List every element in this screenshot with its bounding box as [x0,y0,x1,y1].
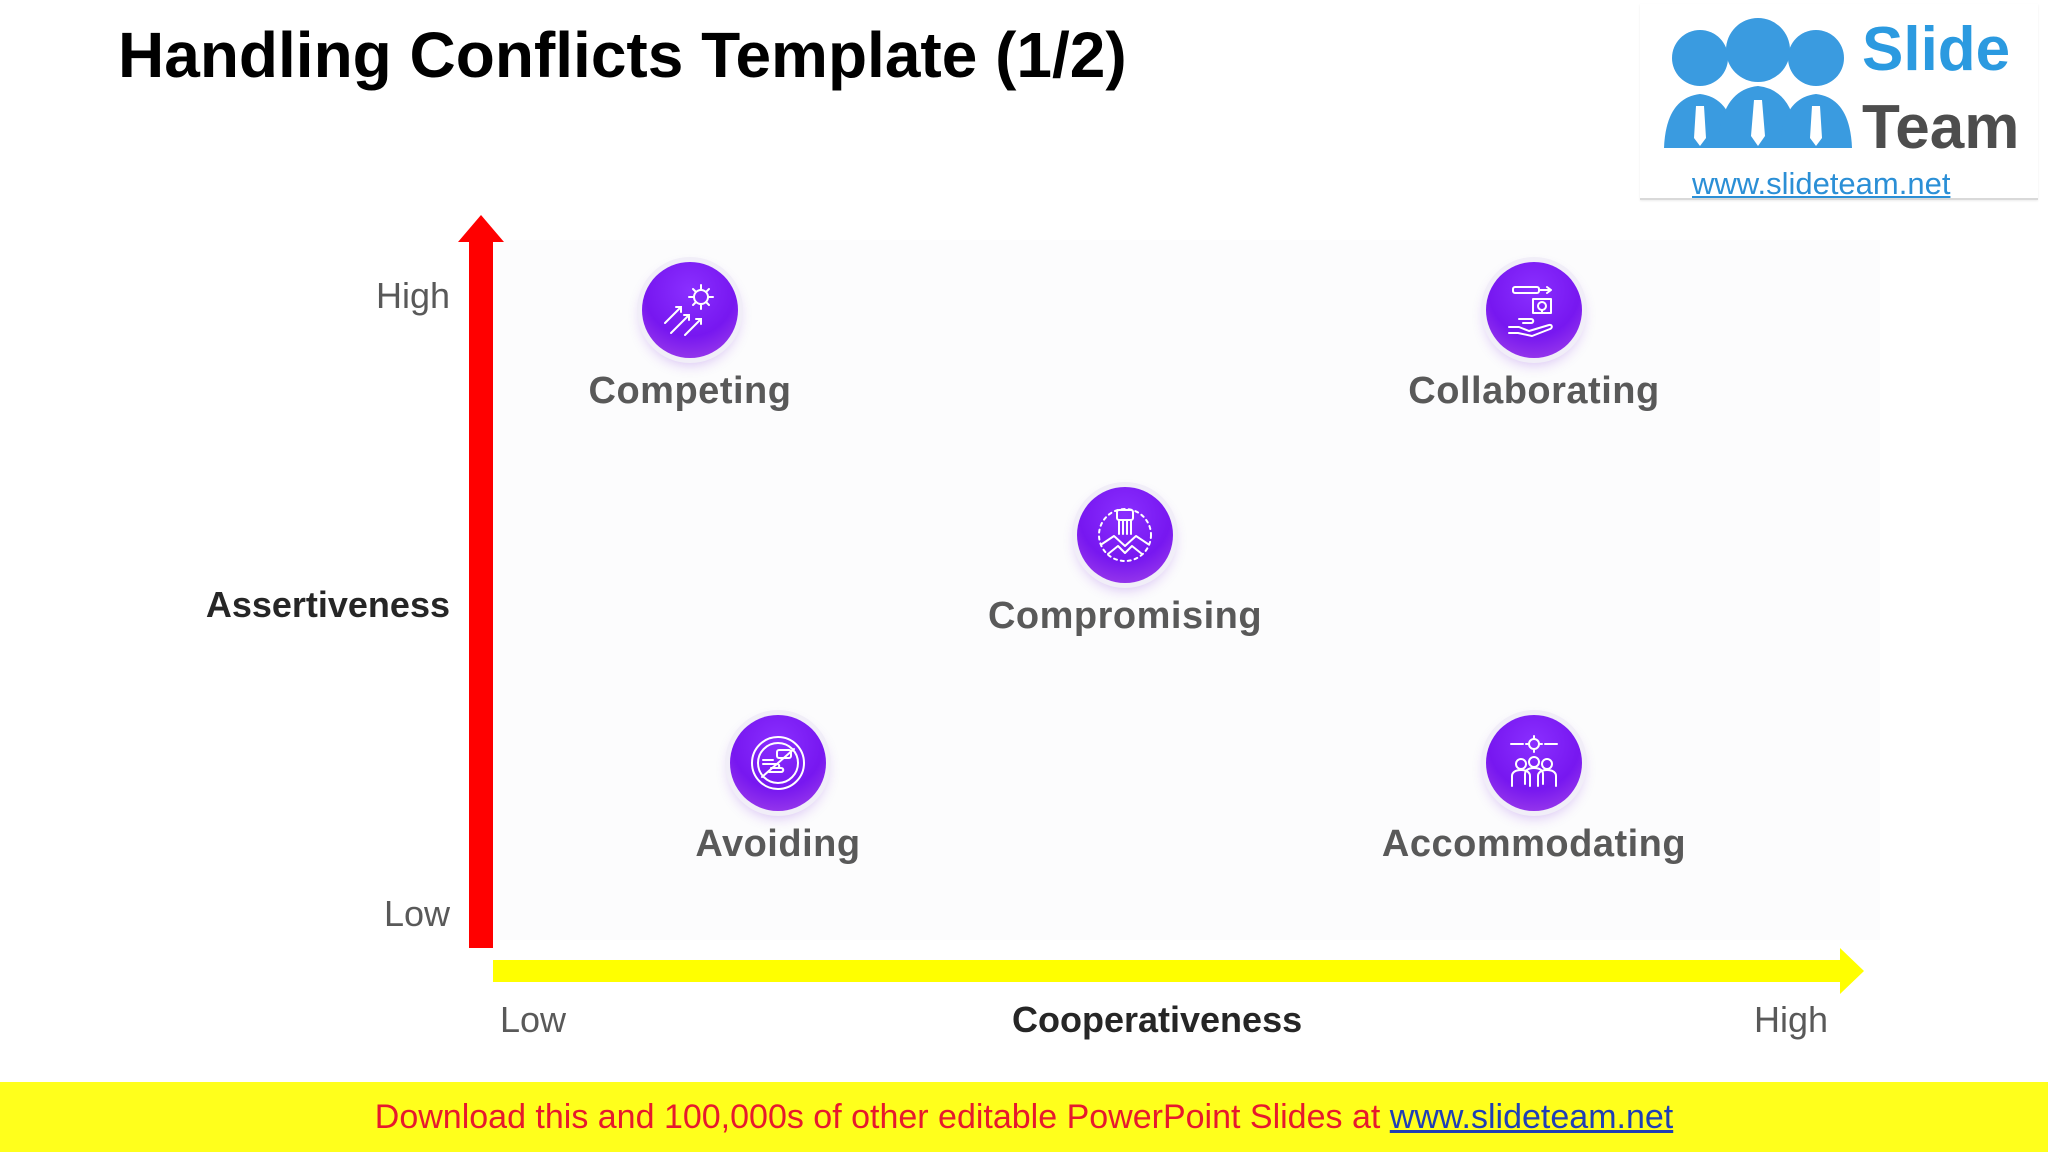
y-axis-arrow [458,215,504,948]
x-axis-low-label: Low [500,999,567,1040]
logo-url-link[interactable]: www.slideteam.net [1692,166,1951,201]
y-axis-low-label: Low [383,893,450,934]
y-axis-title: Assertiveness [205,584,450,625]
x-axis-title: Cooperativeness [1012,999,1303,1040]
avoiding-icon-circle [730,715,826,811]
rising-arrows-sun-icon [664,284,714,336]
style-accommodating: Accommodating [1334,715,1734,866]
style-compromising: Compromising [925,487,1325,638]
competing-label: Competing [588,370,792,412]
download-banner-text: Download this and 100,000s of other edit… [0,1082,2048,1152]
hand-lightbulb-icon [1508,286,1553,337]
plot-area [500,240,1880,940]
collaborating-label: Collaborating [1408,370,1660,412]
footer-link[interactable]: www.slideteam.net [1389,1098,1674,1136]
footer-message: Download this and 100,000s of other edit… [374,1098,1390,1136]
compromising-icon-circle [1077,487,1173,583]
logo-word-team: Team [1862,93,2020,162]
style-collaborating: Collaborating [1334,262,1734,413]
style-avoiding: Avoiding [578,715,978,866]
x-axis-high-label: High [1754,999,1829,1040]
competing-icon-circle [642,262,738,358]
handshake-circle-icon [1098,508,1152,562]
accommodating-label: Accommodating [1381,823,1687,865]
accommodating-icon-circle [1486,715,1582,811]
avoiding-label: Avoiding [695,823,861,865]
logo-word-slide: Slide [1862,15,2011,84]
y-axis-high-label: High [375,275,450,316]
collaborating-icon-circle [1486,262,1582,358]
slideteam-logo[interactable]: Slide Team www.slideteam.net [1640,4,2038,201]
compromising-label: Compromising [987,595,1263,637]
page-title: Handling Conflicts Template (1/2) [118,19,1127,91]
logo-divider [1640,198,2038,200]
style-competing: Competing [490,262,890,413]
team-gear-icon [1510,735,1558,787]
people-logo-icon [1664,18,1852,148]
no-entry-hand-icon [751,736,805,790]
download-banner: Download this and 100,000s of other edit… [0,1082,2048,1152]
x-axis-arrow [493,948,1864,994]
